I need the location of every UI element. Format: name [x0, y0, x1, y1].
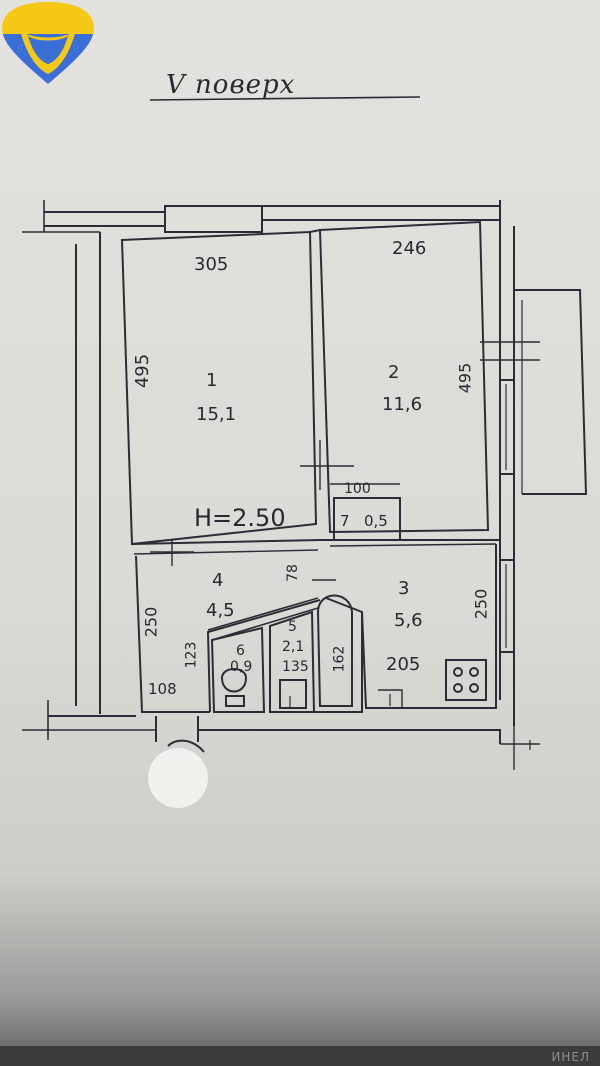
- room-7-id: 7: [340, 512, 350, 530]
- room-6-area: 0,9: [230, 659, 253, 675]
- room-1-height: 495: [132, 353, 154, 389]
- room-2-height: 495: [455, 362, 475, 394]
- room-5-id: 5: [288, 619, 297, 635]
- location-pin-logo-icon: [0, 0, 96, 90]
- room-7-width: 100: [344, 481, 371, 497]
- room-6-id: 6: [236, 643, 245, 659]
- room-2-id: 2: [388, 362, 400, 383]
- room-4-width: 108: [148, 680, 177, 698]
- room-2-width: 246: [392, 238, 427, 259]
- title-underline: [150, 96, 420, 101]
- room-3-area: 5,6: [394, 610, 423, 631]
- room-2-area: 11,6: [382, 394, 423, 415]
- room-3-id: 3: [398, 578, 410, 599]
- footer-strip: [0, 1046, 600, 1066]
- room-3-height: 250: [471, 588, 491, 620]
- room-5-height: 162: [331, 645, 348, 673]
- room-4-height: 250: [141, 606, 161, 638]
- room-5-area: 2,1: [282, 639, 305, 655]
- footer-text: ИНЕЛ: [551, 1050, 590, 1064]
- room-4-dim-123: 123: [183, 641, 200, 669]
- room-1-width: 305: [194, 254, 229, 275]
- dim-78: 78: [284, 564, 301, 582]
- room-1-area: 15,1: [196, 404, 237, 425]
- room-4-area: 4,5: [206, 600, 235, 621]
- room-3-width: 205: [386, 654, 421, 675]
- room-7-area: 0,5: [364, 512, 388, 530]
- ceiling-height: H=2.50: [194, 504, 286, 532]
- room-1-id: 1: [206, 370, 218, 391]
- floor-title: V поверх: [166, 70, 296, 100]
- room-4-id: 4: [212, 570, 224, 591]
- room-5-width: 135: [282, 659, 309, 675]
